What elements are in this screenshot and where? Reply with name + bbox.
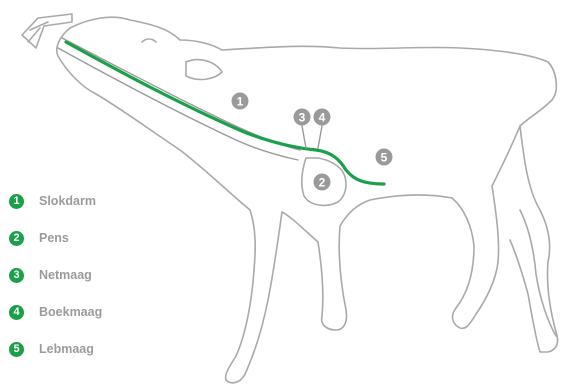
legend-item-2: 2 Pens	[9, 229, 102, 247]
legend: 1 Slokdarm 2 Pens 3 Netmaag 4 Boekmaag 5…	[9, 192, 102, 377]
calf-back-leg-outline	[451, 125, 521, 330]
svg-text:1: 1	[237, 95, 244, 109]
marker-4: 4	[313, 108, 331, 126]
calf-front-leg-outline	[224, 209, 319, 384]
marker-5: 5	[375, 148, 393, 166]
esophagus-tube-outline-lower	[57, 47, 299, 161]
legend-item-1: 1 Slokdarm	[9, 192, 102, 210]
legend-label-2: Pens	[39, 231, 69, 245]
marker-2: 2	[313, 173, 331, 191]
svg-text:4: 4	[319, 111, 326, 125]
esophagus-tube-outline	[61, 37, 301, 151]
calf-ear-outline	[185, 58, 223, 81]
legend-item-3: 3 Netmaag	[9, 266, 102, 284]
calf-tail-outline	[519, 209, 557, 337]
legend-badge-3: 3	[9, 267, 24, 283]
legend-label-5: Lebmaag	[39, 342, 94, 356]
legend-label-1: Slokdarm	[39, 194, 96, 208]
marker-3: 3	[293, 108, 311, 126]
digestive-path-green	[64, 40, 386, 186]
marker-4-connector	[317, 125, 323, 149]
svg-text:5: 5	[381, 151, 388, 165]
calf-neck-outline	[55, 27, 251, 211]
legend-label-3: Netmaag	[39, 268, 92, 282]
legend-label-4: Boekmaag	[39, 305, 103, 319]
svg-text:2: 2	[319, 176, 326, 190]
legend-item-4: 4 Boekmaag	[9, 303, 102, 321]
svg-text:3: 3	[299, 111, 306, 125]
calf-eye-outline	[141, 38, 157, 43]
legend-badge-4: 4	[9, 304, 24, 320]
marker-1: 1	[231, 92, 249, 110]
calf-belly-outline	[317, 194, 453, 331]
calf-body-outline	[69, 16, 559, 353]
legend-badge-1: 1	[9, 193, 24, 209]
bottle-teat-icon	[21, 13, 73, 49]
rumen-outline	[301, 157, 347, 207]
marker-3-connector	[301, 125, 307, 149]
legend-badge-2: 2	[9, 230, 24, 246]
legend-badge-5: 5	[9, 341, 24, 357]
legend-item-5: 5 Lebmaag	[9, 340, 102, 358]
